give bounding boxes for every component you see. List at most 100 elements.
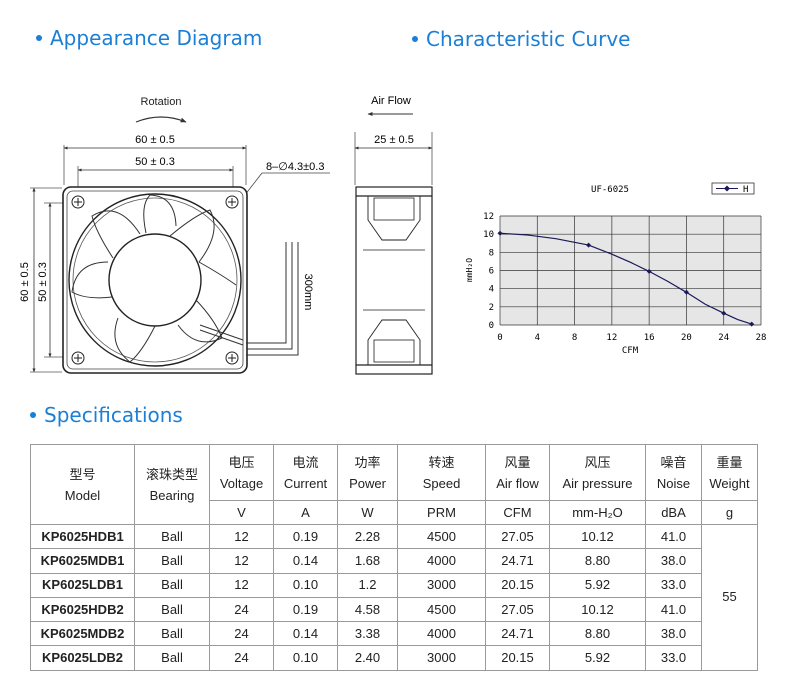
lead-wires <box>246 242 299 356</box>
table-cell: Ball <box>134 596 210 623</box>
column-header-en: Voltage <box>219 475 264 491</box>
column-header-en: Model <box>64 487 101 503</box>
column-unit: mm-H₂O <box>549 500 646 525</box>
model-cell: KP6025LDB2 <box>30 645 135 671</box>
column-unit: V <box>209 500 274 525</box>
data-point-marker <box>749 321 755 327</box>
fan-drawing: Rotation 60 ± 0.5 50 ± 0.3 8–∅4.3±0.3 60… <box>19 95 433 375</box>
column-header-en: Air pressure <box>562 475 633 491</box>
table-cell: 5.92 <box>549 572 646 598</box>
table-cell: 12 <box>209 572 274 598</box>
column-header-cn: 滚珠类型 <box>145 466 198 482</box>
rotation-label: Rotation <box>141 96 182 108</box>
table-cell: 38.0 <box>645 621 702 647</box>
table-cell: 0.14 <box>273 621 338 647</box>
table-cell: Ball <box>134 645 210 671</box>
model-cell: KP6025LDB1 <box>30 572 135 598</box>
table-cell: 24 <box>209 621 274 647</box>
x-tick-label: 4 <box>535 333 540 343</box>
column-unit: A <box>273 500 338 525</box>
table-cell: 0.19 <box>273 596 338 623</box>
table-cell: 0.10 <box>273 645 338 671</box>
model-cell: KP6025HDB1 <box>30 523 135 550</box>
data-point-marker <box>721 310 727 316</box>
x-tick-label: 28 <box>756 333 767 343</box>
table-cell: 4.58 <box>337 596 398 623</box>
fan-side-view <box>355 186 433 375</box>
appearance-heading-text: Appearance Diagram <box>50 26 263 50</box>
bullet-dot-icon <box>412 35 418 42</box>
column-header-cn: 噪音 <box>660 454 687 470</box>
lead-length-label: 300mm <box>302 274 314 311</box>
column-header: 风压 Air pressure <box>549 444 646 501</box>
column-header-cn: 电压 <box>228 454 255 470</box>
specs-heading-text: Specifications <box>44 403 183 427</box>
column-header-cn: 电流 <box>292 454 319 470</box>
table-cell: 1.68 <box>337 548 398 574</box>
table-cell: Ball <box>134 621 210 647</box>
weight-cell: 55 <box>701 524 758 671</box>
x-tick-label: 24 <box>718 333 729 343</box>
column-header-cn: 重量 <box>716 454 743 470</box>
table-cell: Ball <box>134 523 210 550</box>
table-cell: 38.0 <box>645 548 702 574</box>
airflow-label: Air Flow <box>371 95 411 107</box>
column-header-cn: 功率 <box>354 454 381 470</box>
table-cell: 12 <box>209 548 274 574</box>
x-tick-label: 20 <box>681 333 692 343</box>
data-point-marker <box>683 289 689 295</box>
table-cell: 4000 <box>397 621 486 647</box>
legend-label: H <box>743 185 748 195</box>
appearance-diagram-heading: Appearance Diagram <box>36 26 262 50</box>
height-inner-label: 50 ± 0.3 <box>37 262 49 302</box>
table-cell: 20.15 <box>485 572 550 598</box>
table-cell: 2.40 <box>337 645 398 671</box>
x-axis-label: CFM <box>622 346 639 356</box>
column-header: 风量 Air flow <box>485 444 550 501</box>
bullet-dot-icon <box>30 411 36 418</box>
x-tick-label: 8 <box>572 333 577 343</box>
bullet-dot-icon <box>36 34 42 41</box>
chart-legend: H <box>711 182 755 195</box>
table-cell: 27.05 <box>485 596 550 623</box>
table-cell: 33.0 <box>645 645 702 671</box>
table-cell: Ball <box>134 548 210 574</box>
column-header-cn: 型号 <box>69 466 96 482</box>
table-cell: 3000 <box>397 572 486 598</box>
characteristic-curve-heading: Characteristic Curve <box>412 27 630 51</box>
table-cell: 24.71 <box>485 548 550 574</box>
column-header-cn: 风压 <box>584 454 611 470</box>
column-header-en: Air flow <box>496 475 539 491</box>
table-cell: 4500 <box>397 523 486 550</box>
depth-label: 25 ± 0.5 <box>374 134 414 146</box>
holes-label: 8–∅4.3±0.3 <box>266 161 324 173</box>
table-cell: 41.0 <box>645 523 702 550</box>
data-point-marker <box>497 230 503 236</box>
fan-front-view <box>62 186 299 374</box>
x-tick-label: 16 <box>644 333 655 343</box>
table-cell: 10.12 <box>549 596 646 623</box>
width-inner-label: 50 ± 0.3 <box>135 156 175 168</box>
y-tick-label: 12 <box>483 212 494 222</box>
table-cell: Ball <box>134 572 210 598</box>
table-cell: 3000 <box>397 645 486 671</box>
column-header-cn: 风量 <box>504 454 531 470</box>
chart-title: UF-6025 <box>591 185 629 195</box>
y-tick-label: 2 <box>489 303 494 313</box>
y-tick-label: 0 <box>489 321 494 331</box>
column-header-en: Speed <box>422 475 461 491</box>
specifications-heading: Specifications <box>30 403 183 427</box>
table-cell: 0.19 <box>273 523 338 550</box>
table-cell: 4000 <box>397 548 486 574</box>
table-cell: 0.10 <box>273 572 338 598</box>
y-tick-label: 6 <box>489 267 494 277</box>
y-tick-label: 4 <box>489 285 494 295</box>
column-unit: CFM <box>485 500 550 525</box>
